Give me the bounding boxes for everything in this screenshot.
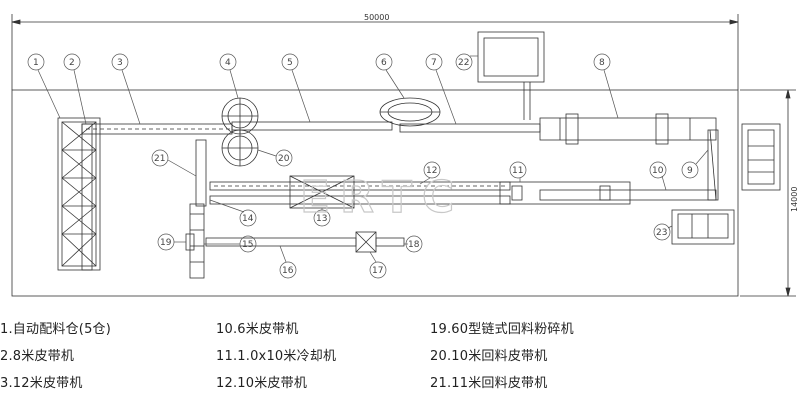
- callout-15: 15: [242, 240, 253, 250]
- callout-3: 3: [117, 58, 123, 68]
- callout-21: 21: [154, 154, 165, 164]
- callout-8: 8: [599, 58, 605, 68]
- callout-11: 11: [512, 166, 523, 176]
- callout-18: 18: [408, 240, 420, 250]
- legend-item: 12.10米皮带机: [216, 376, 308, 391]
- callout-16: 16: [282, 266, 294, 276]
- callout-4: 4: [225, 58, 231, 68]
- conveyor-16: [205, 237, 357, 247]
- callout-2: 2: [69, 58, 75, 68]
- conveyor-3: [81, 123, 233, 135]
- conveyor-5: [231, 121, 393, 131]
- workshop-outline: [11, 89, 739, 297]
- callout-20: 20: [278, 154, 290, 164]
- callout-numbers: 1 2 3 4 5 6 7 8 9 10 11 12 13 14 15 16 1…: [33, 58, 693, 276]
- disc-machine-4: [221, 97, 259, 135]
- disc-machine-20: [221, 129, 259, 167]
- conveyor-10: [539, 189, 717, 201]
- legend-item: 21.11米回料皮带机: [430, 376, 548, 391]
- callout-9: 9: [687, 166, 693, 176]
- callout-14: 14: [242, 214, 254, 224]
- granulator-6: [379, 97, 441, 127]
- conveyor-12: [209, 181, 511, 191]
- overall-length-label: 50000: [364, 13, 389, 22]
- callout-5: 5: [287, 58, 293, 68]
- callout-1: 1: [33, 58, 39, 68]
- overall-width-label: 14000: [790, 187, 799, 212]
- legend-item: 3.12米皮带机: [0, 376, 83, 391]
- equipment-23-box: [671, 209, 735, 245]
- legend-column-3: 19.60型链式回料粉碎机 20.10米回料皮带机 21.11米回料皮带机: [430, 316, 574, 397]
- callout-circles: [27, 53, 709, 279]
- callout-6: 6: [381, 58, 387, 68]
- callout-7: 7: [431, 58, 437, 68]
- legend-column-2: 10.6米皮带机 11.1.0x10米冷却机 12.10米皮带机: [216, 316, 336, 397]
- legend-item: 11.1.0x10米冷却机: [216, 349, 337, 364]
- callout-19: 19: [160, 238, 172, 248]
- cooler-11: [499, 181, 631, 205]
- equipment-22-box: [477, 31, 545, 120]
- legend-item: 2.8米皮带机: [0, 349, 75, 364]
- callout-23: 23: [656, 228, 667, 238]
- callout-13: 13: [316, 214, 327, 224]
- watermark: ERTC: [300, 172, 464, 223]
- legend-item: 10.6米皮带机: [216, 322, 299, 337]
- conveyor-14: [189, 203, 205, 279]
- dryer-drum-8: [539, 113, 717, 145]
- coating-machine-17: [355, 231, 377, 253]
- batching-bin-1: [57, 117, 101, 271]
- overall-width-dimension: [740, 89, 796, 297]
- legend-item: 20.10米回料皮带机: [430, 349, 548, 364]
- overall-length-dimension: [11, 14, 739, 90]
- plant-layout-drawing: ERTC 50000 14000 1 2 3 4 5 6 7 8 9 10 11…: [11, 13, 799, 297]
- callout-12: 12: [426, 166, 437, 176]
- right-side-box: [741, 123, 781, 191]
- conveyor-21: [195, 139, 207, 207]
- callout-10: 10: [652, 166, 664, 176]
- packing-machine-18: [375, 237, 405, 247]
- callout-17: 17: [372, 266, 383, 276]
- callout-22: 22: [458, 58, 469, 68]
- legend-item: 19.60型链式回料粉碎机: [430, 322, 574, 337]
- legend-column-1: 1.自动配料仓(5仓) 2.8米皮带机 3.12米皮带机: [0, 316, 111, 397]
- legend-item: 1.自动配料仓(5仓): [0, 322, 112, 337]
- conveyor-9: [707, 129, 719, 201]
- equipment-legend: 1.自动配料仓(5仓) 2.8米皮带机 3.12米皮带机 10.6米皮带机 11…: [0, 316, 800, 400]
